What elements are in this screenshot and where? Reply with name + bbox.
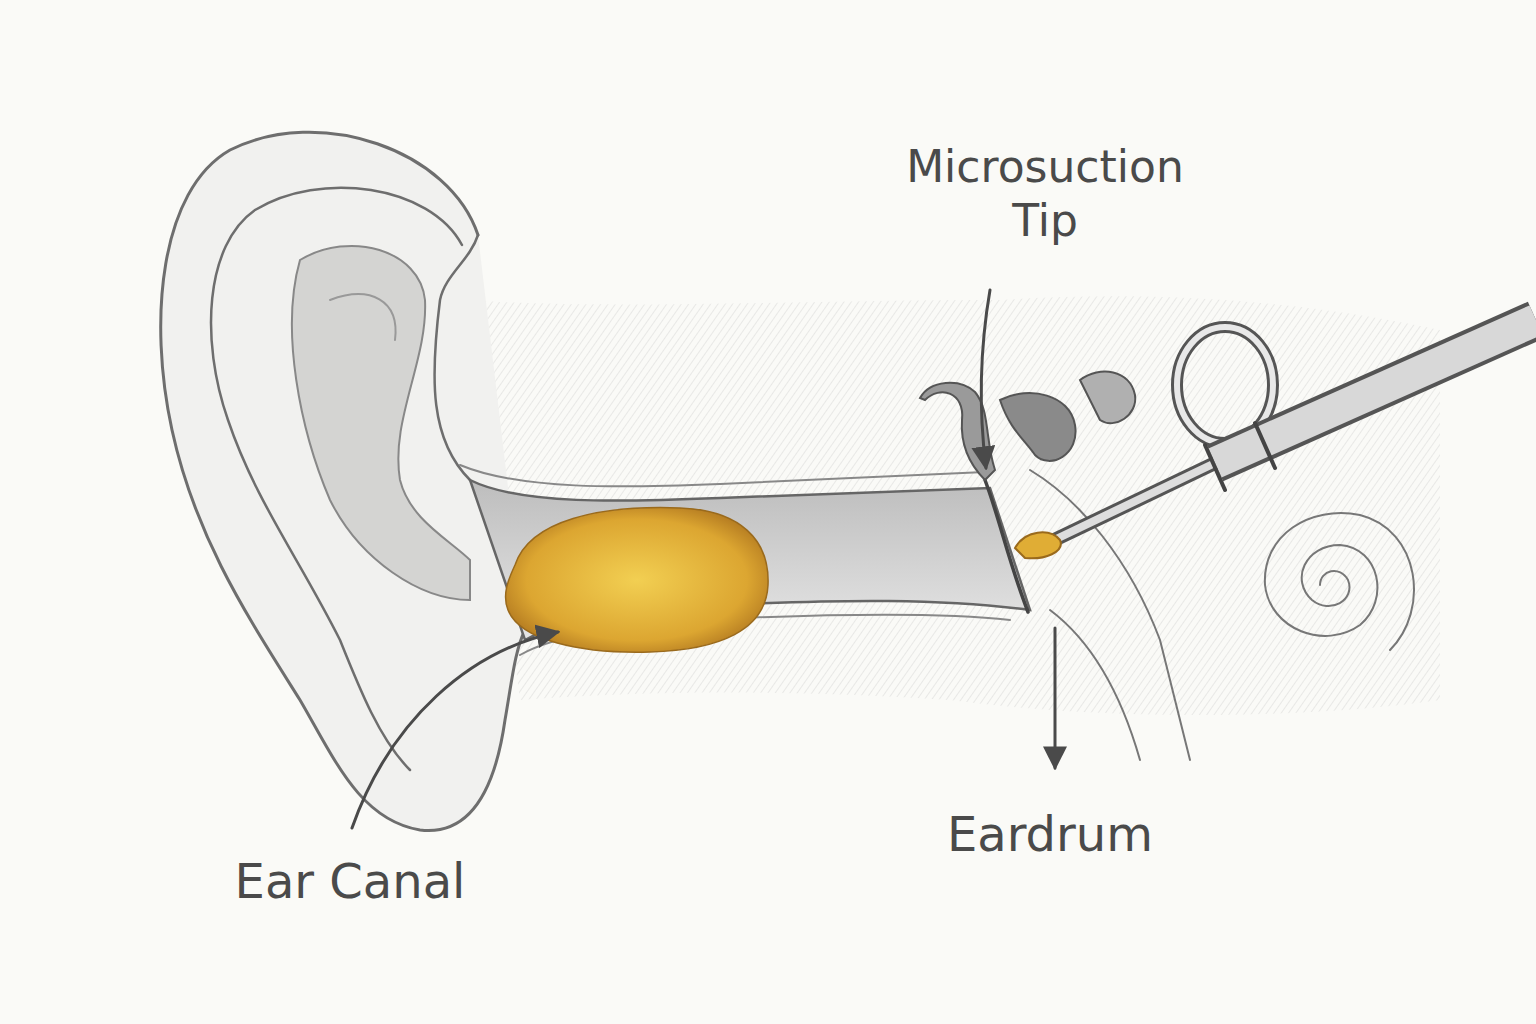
leader-arrow — [981, 290, 990, 468]
leader-lines — [352, 290, 1055, 828]
part-label: Ear Canal — [205, 852, 495, 911]
leader-arrow — [352, 632, 558, 828]
ossicle — [1080, 372, 1135, 424]
tissue-shading — [470, 296, 1440, 715]
leader-arrow — [1054, 628, 1057, 768]
fold-line — [330, 294, 396, 340]
canal-wall — [460, 465, 985, 486]
cochlea — [1265, 513, 1414, 650]
ear-drawing — [161, 132, 1536, 830]
tube-outline — [1050, 610, 1140, 760]
ossicle — [1000, 393, 1076, 461]
part-label: Microsuction Tip — [880, 140, 1210, 247]
tragus — [434, 235, 478, 480]
part-label: Eardrum — [920, 805, 1180, 864]
concha — [292, 246, 470, 600]
suction-tube — [1050, 463, 1215, 542]
wax-on-tip — [1015, 532, 1061, 558]
handle-ring — [1205, 423, 1275, 490]
suction-tube — [1050, 463, 1215, 542]
earwax — [506, 508, 769, 653]
